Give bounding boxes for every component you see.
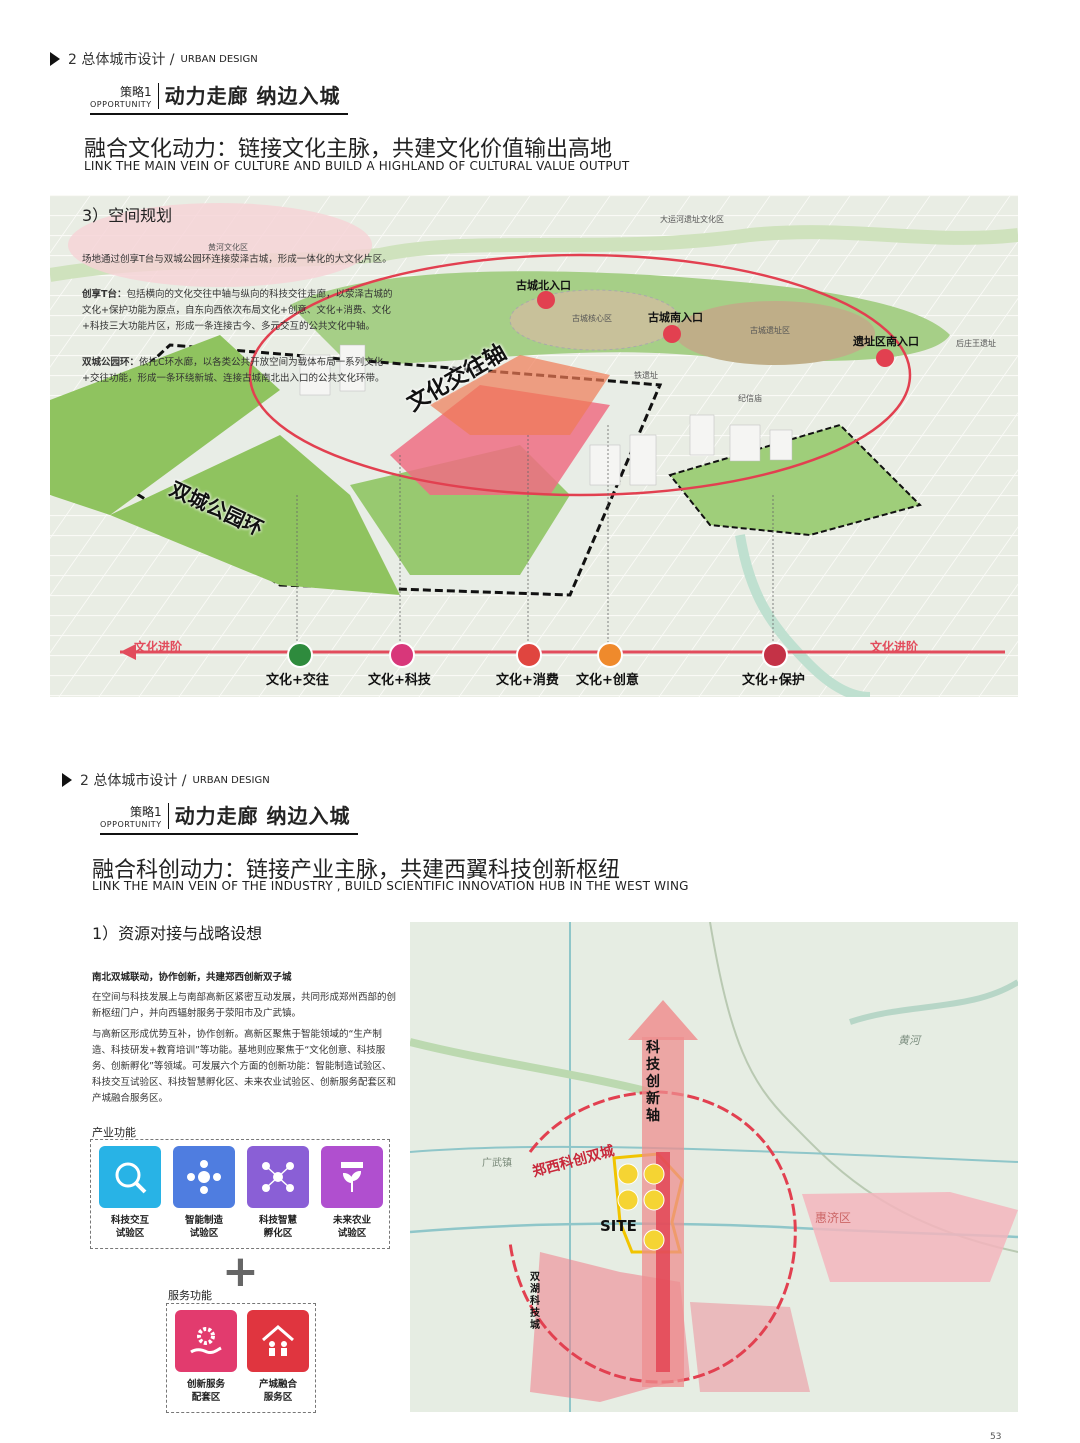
arrow-label-right: 文化进阶 [870, 640, 919, 654]
label-ancient-ruins: 古城遗址区 [750, 326, 790, 335]
page-subtitle-en: LINK THE MAIN VEIN OF CULTURE AND BUILD … [84, 159, 630, 173]
paragraph-title: 南北双城联动，协作创新，共建郑西创新双子城 [92, 972, 292, 983]
plus-icon: + [222, 1246, 259, 1297]
breadcrumb: 2 总体城市设计 / URBAN DESIGN [50, 49, 258, 69]
node-label-communication: 文化+交往 [266, 673, 329, 688]
strategy-label: 策略1 [119, 85, 152, 99]
node-label-creative: 文化+创意 [576, 673, 639, 688]
drone-plant-icon [321, 1146, 383, 1208]
entrance-marker-icon [537, 291, 555, 309]
temple-icon [762, 642, 788, 668]
network-icon [247, 1146, 309, 1208]
hand-gear-icon [175, 1310, 237, 1372]
industry-function-box: 科技交互试验区 智能制造试验区 科技智慧孵化区 未来农业试验区 [90, 1139, 390, 1249]
label-tie-ruins: 铁遗址 [634, 371, 658, 380]
label-north-entrance: 古城北入口 [516, 279, 571, 292]
label-shuanghu: 双湖科技城 [530, 1272, 540, 1331]
label-south-entrance: 古城南入口 [648, 311, 703, 324]
ring-text: 依托C环水廊，以各类公共开放空间为载体布局一系列文化+交往功能，形成一条环绕新城… [82, 357, 385, 384]
breadcrumb-en: URBAN DESIGN [192, 774, 270, 786]
triangle-icon [50, 52, 60, 66]
page-number: 53 [990, 1432, 1002, 1442]
section-subheading: 3）空间规划 [82, 206, 173, 225]
breadcrumb-en: URBAN DESIGN [180, 53, 258, 65]
ttai-title: 创享T台： [82, 289, 127, 300]
triangle-icon [62, 773, 72, 787]
label-ancient-core: 古城核心区 [572, 314, 612, 323]
strategy-title: 动力走廊 纳边入城 [164, 84, 341, 108]
smart-manufacturing-icon [173, 1146, 235, 1208]
service-title: 服务功能 [168, 1289, 212, 1302]
gear-icon [389, 642, 415, 668]
section-subheading: 1）资源对接与战略设想 [92, 924, 263, 943]
arrow-label-left: 文化进阶 [134, 640, 183, 654]
strategy-en: OPPORTUNITY [100, 820, 162, 829]
label-yellow-river-zone: 黄河文化区 [208, 243, 248, 252]
tech-interaction-icon [99, 1146, 161, 1208]
breadcrumb-text: 2 总体城市设计 / [68, 52, 175, 68]
page-subtitle-en: LINK THE MAIN VEIN OF THE INDUSTRY , BUI… [92, 879, 689, 893]
entrance-marker-icon [663, 325, 681, 343]
breadcrumb: 2 总体城市设计 / URBAN DESIGN [62, 770, 270, 790]
industry-title: 产业功能 [92, 1126, 136, 1139]
intro-paragraph: 场地通过创享T台与双城公园环连接荥泽古城，形成一体化的大文化片区。 [82, 254, 392, 265]
paragraph-1: 在空间与科技发展上与南部高新区紧密互动发展，共同形成郑州西部的创新枢纽门户，并向… [92, 992, 397, 1019]
ring-title: 双城公园环： [82, 357, 140, 368]
page-title: 融合文化动力：链接文化主脉，共建文化价值输出高地 [84, 137, 613, 162]
ttai-paragraph: 创享T台：包括横向的文化交往中轴与纵向的科技交往走廊，以荥泽古城的文化+保护功能… [82, 287, 400, 335]
strategy-label: 策略1 [129, 805, 162, 819]
node-label-tech: 文化+科技 [368, 673, 431, 688]
ring-paragraph: 双城公园环：依托C环水廊，以各类公共开放空间为载体布局一系列文化+交往功能，形成… [82, 355, 400, 387]
paragraph-2: 与高新区形成优势互补，协作创新。高新区聚焦于智能领域的“生产制造、科技研发+教育… [92, 1029, 397, 1104]
industry-label: 智能制造试验区 [184, 1215, 223, 1239]
ttai-text: 包括横向的文化交往中轴与纵向的科技交往走廊，以荥泽古城的文化+保护功能为原点，自… [82, 289, 393, 332]
label-huiji: 惠济区 [815, 1211, 852, 1225]
strategy-en: OPPORTUNITY [90, 100, 152, 109]
service-label: 创新服务配套区 [186, 1379, 225, 1403]
service-label: 产城融合服务区 [258, 1379, 297, 1403]
strategy-header: 策略1 OPPORTUNITY 动力走廊 纳边入城 [90, 80, 348, 115]
node-label-protection: 文化+保护 [742, 673, 805, 688]
strategy-header: 策略1 OPPORTUNITY 动力走廊 纳边入城 [100, 800, 358, 835]
label-memorial: 纪信庙 [738, 394, 762, 403]
service-function-box: 创新服务配套区 产城融合服务区 [166, 1303, 316, 1413]
label-yellow-river: 黄河 [898, 1034, 920, 1047]
label-site-south-entrance: 遗址区南入口 [853, 335, 919, 348]
bulb-icon [597, 642, 623, 668]
entrance-marker-icon [876, 349, 894, 367]
people-icon [287, 642, 313, 668]
breadcrumb-text: 2 总体城市设计 / [80, 773, 187, 789]
page-title: 融合科创动力：链接产业主脉，共建西翼科技创新枢纽 [92, 858, 621, 883]
cart-icon [516, 642, 542, 668]
industry-label: 未来农业试验区 [332, 1215, 371, 1239]
label-guangwu: 广武镇 [482, 1158, 512, 1169]
strategy-title: 动力走廊 纳边入城 [174, 804, 351, 828]
label-grand-canal: 大运河遗址文化区 [660, 215, 724, 224]
house-people-icon [247, 1310, 309, 1372]
label-innovation-axis: 科技创新轴 [646, 1040, 660, 1124]
label-site: SITE [600, 1217, 637, 1235]
map-graphic [50, 195, 1018, 697]
industry-label: 科技智慧孵化区 [258, 1215, 297, 1239]
node-label-consumption: 文化+消费 [496, 673, 559, 688]
label-houzhuang: 后庄王遗址 [956, 339, 996, 348]
spatial-plan-map: 黄河文化区 大运河遗址文化区 场地通过创享T台与双城公园环连接荥泽古城，形成一体… [50, 195, 1018, 697]
strategy-map-graphic [410, 922, 1018, 1412]
industry-label: 科技交互试验区 [110, 1215, 149, 1239]
strategy-map: 科技创新轴 郑西科创双城 SITE 黄河 惠济区 双湖科技城 广武镇 [410, 922, 1018, 1412]
